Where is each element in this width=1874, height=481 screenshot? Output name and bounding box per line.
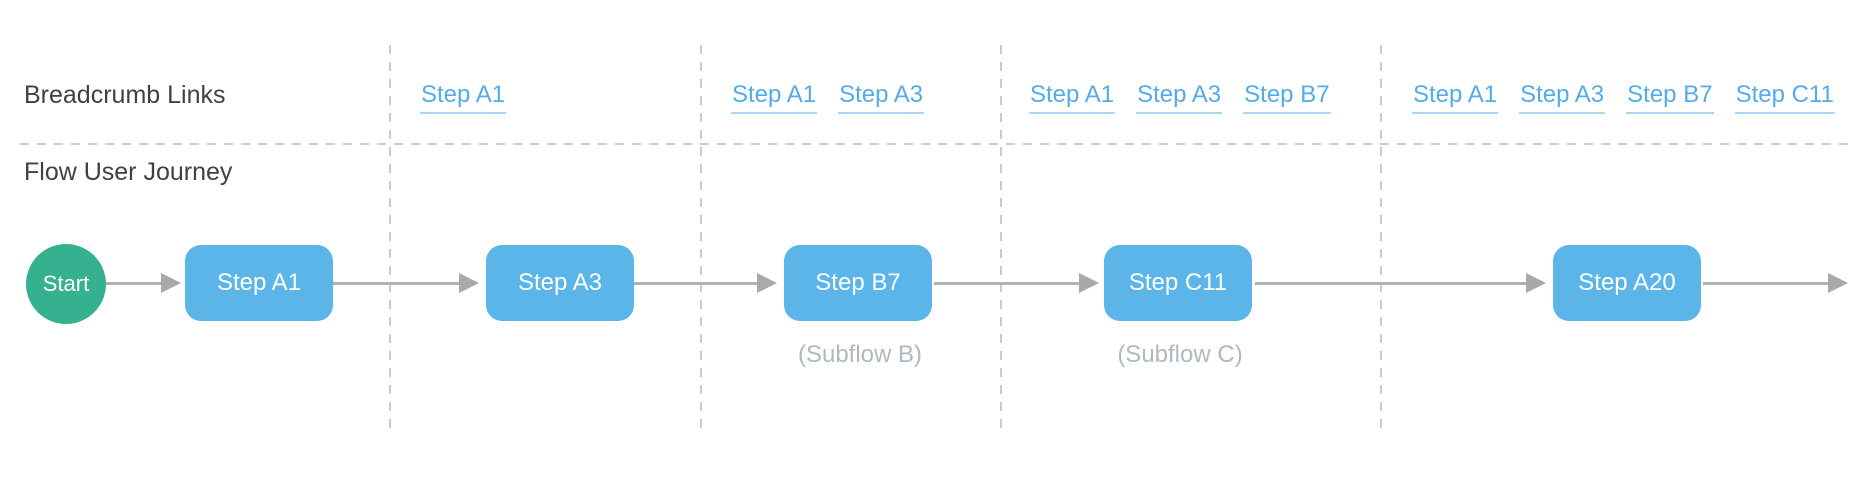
breadcrumb-link-step-a1[interactable]: Step A1: [731, 80, 818, 114]
arrow-head-icon: [459, 273, 479, 293]
subflow-b-label: (Subflow B): [797, 341, 923, 368]
breadcrumb-link-step-b7[interactable]: Step B7: [1243, 80, 1331, 114]
breadcrumb-link-step-a1[interactable]: Step A1: [1029, 80, 1116, 114]
arrow-head-icon: [161, 273, 181, 293]
flow-arrow-5: [1255, 273, 1546, 293]
breadcrumb-link-step-a3[interactable]: Step A3: [1136, 80, 1223, 114]
breadcrumb-link-step-c11[interactable]: Step C11: [1734, 80, 1835, 114]
column-divider-2: [700, 45, 702, 430]
breadcrumb-group-3: Step A1 Step A3 Step B7: [1029, 80, 1331, 114]
arrow-shaft: [634, 282, 761, 285]
breadcrumb-link-step-a1[interactable]: Step A1: [420, 80, 507, 114]
subflow-c-label: (Subflow C): [1117, 341, 1243, 368]
arrow-shaft: [934, 282, 1083, 285]
arrow-shaft: [1255, 282, 1530, 285]
flow-step-c11[interactable]: Step C11: [1104, 245, 1252, 321]
flow-start-node[interactable]: Start: [26, 244, 106, 324]
flow-arrow-1: [106, 273, 181, 293]
arrow-shaft: [106, 282, 165, 285]
breadcrumb-row-label: Breadcrumb Links: [24, 81, 226, 109]
breadcrumb-link-step-a3[interactable]: Step A3: [1519, 80, 1606, 114]
flow-arrow-4: [934, 273, 1099, 293]
flow-step-a1[interactable]: Step A1: [185, 245, 333, 321]
row-divider: [20, 143, 1856, 145]
flow-arrow-6: [1703, 273, 1848, 293]
breadcrumb-group-1: Step A1: [420, 80, 507, 114]
column-divider-4: [1380, 45, 1382, 430]
flow-arrow-2: [333, 273, 479, 293]
flow-step-b7[interactable]: Step B7: [784, 245, 932, 321]
arrow-head-icon: [757, 273, 777, 293]
breadcrumb-group-2: Step A1 Step A3: [731, 80, 925, 114]
flow-step-a20[interactable]: Step A20: [1553, 245, 1701, 321]
column-divider-1: [389, 45, 391, 430]
breadcrumb-link-step-a3[interactable]: Step A3: [838, 80, 925, 114]
arrow-shaft: [1703, 282, 1832, 285]
arrow-head-icon: [1079, 273, 1099, 293]
arrow-head-icon: [1828, 273, 1848, 293]
breadcrumb-link-step-b7[interactable]: Step B7: [1626, 80, 1714, 114]
arrow-shaft: [333, 282, 463, 285]
flow-arrow-3: [634, 273, 777, 293]
flow-step-a3[interactable]: Step A3: [486, 245, 634, 321]
flow-row-label: Flow User Journey: [24, 158, 233, 186]
breadcrumb-group-4: Step A1 Step A3 Step B7 Step C11: [1412, 80, 1835, 114]
column-divider-3: [1000, 45, 1002, 430]
arrow-head-icon: [1526, 273, 1546, 293]
breadcrumb-link-step-a1[interactable]: Step A1: [1412, 80, 1499, 114]
